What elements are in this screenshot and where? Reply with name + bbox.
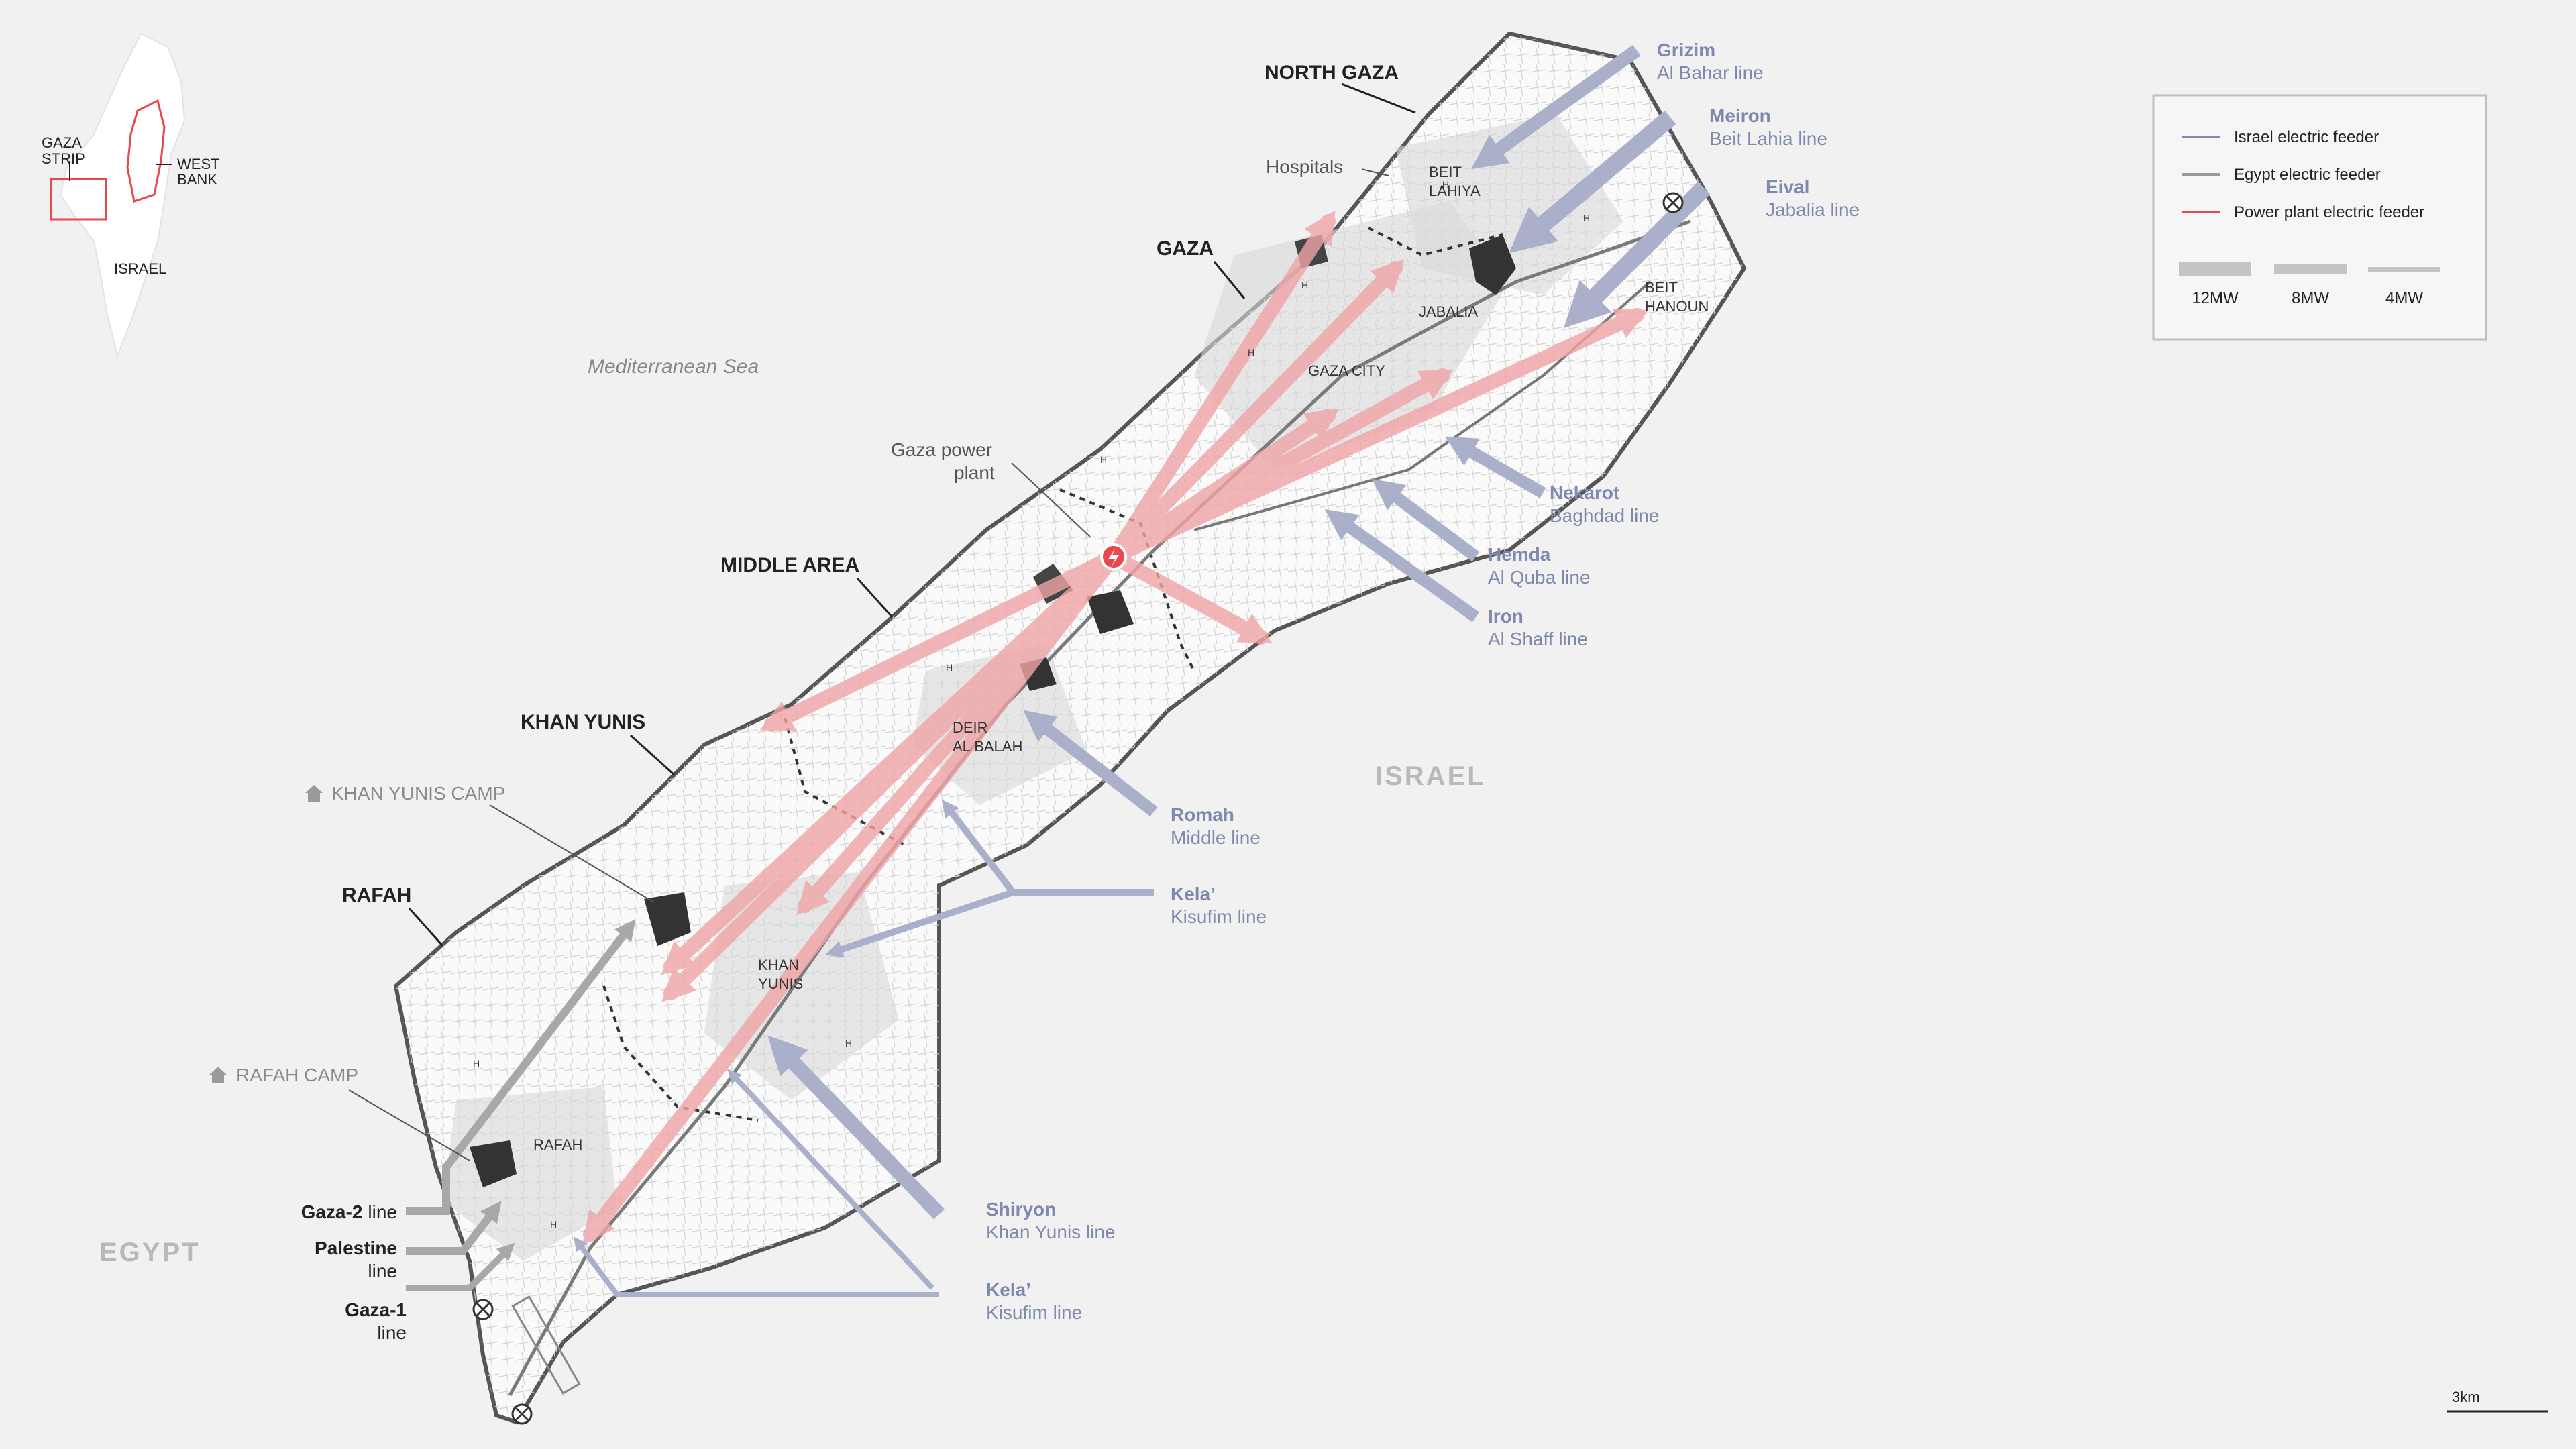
line-grizim-sub: Al Bahar line: [1657, 62, 1764, 83]
hospital-marker: H: [1442, 179, 1449, 190]
hospital-marker: H: [1100, 454, 1107, 465]
line-palestine-sub: line: [368, 1260, 397, 1281]
line-iron-sub: Al Shaff line: [1488, 629, 1588, 649]
line-shiryon-sub: Khan Yunis line: [986, 1222, 1116, 1242]
legend: Israel electric feeder Egypt electric fe…: [2152, 94, 2487, 341]
hospital-marker: H: [845, 1038, 852, 1049]
town-deir-al-balah-2: AL BALAH: [953, 738, 1022, 755]
legend-8mw: 8MW: [2292, 289, 2329, 307]
line-nekarot-sub: Baghdad line: [1550, 505, 1659, 526]
line-romah-sub: Middle line: [1171, 827, 1260, 848]
gov-khan-yunis: KHAN YUNIS: [521, 711, 645, 733]
line-gaza1-name: Gaza-1: [345, 1299, 407, 1320]
israel-feeders: [574, 44, 1711, 1297]
egypt-feeders: [406, 919, 636, 1291]
hospital-marker: H: [473, 1058, 480, 1069]
gov-rafah: RAFAH: [342, 884, 411, 906]
inset-israel-label: ISRAEL: [114, 260, 166, 277]
border-crossings: [472, 192, 1684, 1425]
inset-map: GAZA STRIP WEST BANK ISRAEL: [42, 32, 220, 358]
line-gaza1-sub: line: [377, 1322, 407, 1343]
line-grizim-name: Grizim: [1657, 40, 1715, 60]
town-khan-yunis-1: KHAN: [758, 957, 799, 973]
line-iron-name: Iron: [1488, 606, 1523, 627]
line-shiryon-name: Shiryon: [986, 1199, 1056, 1220]
urban-beit-lahiya: [1395, 114, 1623, 295]
hospital-marker: H: [946, 662, 953, 673]
town-rafah: RAFAH: [533, 1136, 582, 1153]
line-eival-name: Eival: [1766, 176, 1809, 197]
west-bank-outline: [126, 99, 166, 203]
hospital-markers: H H H H H H H H H H: [473, 179, 1590, 1230]
power-plant-label-1: Gaza power: [891, 439, 992, 460]
legend-4mw: 4MW: [2385, 289, 2423, 307]
line-nekarot-name: Nekarot: [1550, 482, 1619, 503]
town-khan-yunis-2: YUNIS: [758, 975, 803, 992]
home-icon: [209, 1067, 227, 1083]
scale-label: 3km: [2452, 1389, 2480, 1405]
israel-silhouette: [59, 32, 186, 358]
line-kela-2-sub: Kisufim line: [986, 1302, 1082, 1323]
sea-label: Mediterranean Sea: [588, 356, 759, 378]
inset-gaza-label-2: STRIP: [42, 150, 85, 167]
town-beit-hanoun-1: BEIT: [1645, 279, 1678, 296]
power-plant-feeders: [582, 210, 1649, 1245]
town-jabalia: JABALIA: [1419, 303, 1478, 320]
power-plant-label-2: plant: [954, 462, 995, 483]
scale-bar: 3km: [2447, 1389, 2548, 1413]
egypt-label: EGYPT: [99, 1238, 201, 1267]
line-kela-2-name: Kela’: [986, 1279, 1031, 1300]
line-meiron-name: Meiron: [1709, 105, 1771, 126]
hospitals-label: Hospitals: [1266, 156, 1343, 177]
line-meiron-sub: Beit Lahia line: [1709, 128, 1827, 149]
legend-power-plant: Power plant electric feeder: [2234, 203, 2424, 221]
town-deir-al-balah-1: DEIR: [953, 719, 988, 736]
gaza-locator-box: [50, 178, 107, 221]
town-beit-lahiya-2: LAHIYA: [1429, 182, 1481, 199]
line-kela-1-name: Kela’: [1171, 883, 1216, 904]
inset-gaza-label-1: GAZA: [42, 134, 82, 151]
israel-line-labels: Grizim Al Bahar line Meiron Beit Lahia l…: [986, 40, 1860, 1323]
legend-israel: Israel electric feeder: [2234, 128, 2379, 146]
hospital-marker: H: [1583, 213, 1590, 223]
hospital-marker: H: [1301, 280, 1308, 290]
camp-rafah: RAFAH CAMP: [236, 1065, 358, 1085]
town-beit-hanoun-2: HANOUN: [1645, 298, 1709, 315]
line-kela-1-sub: Kisufim line: [1171, 906, 1267, 927]
israel-label: ISRAEL: [1375, 761, 1486, 791]
line-romah-name: Romah: [1171, 804, 1234, 825]
hospital-marker: H: [1248, 347, 1254, 358]
gov-gaza: GAZA: [1157, 237, 1214, 260]
inset-westbank-label-2: BANK: [177, 171, 217, 188]
gov-middle-area: MIDDLE AREA: [720, 554, 859, 576]
hospital-marker: H: [671, 904, 678, 914]
line-hemda-sub: Al Quba line: [1488, 567, 1591, 588]
hospital-marker: H: [550, 1219, 557, 1230]
camp-khan-yunis: KHAN YUNIS CAMP: [331, 783, 505, 804]
line-palestine-name: Palestine: [315, 1238, 397, 1258]
legend-12mw: 12MW: [2192, 289, 2239, 307]
line-eival-sub: Jabalia line: [1766, 199, 1860, 220]
inset-westbank-label-1: WEST: [177, 156, 220, 172]
home-icon: [305, 785, 323, 802]
line-hemda-name: Hemda: [1488, 544, 1551, 565]
gov-north-gaza: NORTH GAZA: [1265, 62, 1399, 84]
legend-egypt: Egypt electric feeder: [2234, 166, 2381, 184]
town-gaza-city: GAZA CITY: [1308, 362, 1385, 379]
town-beit-lahiya-1: BEIT: [1429, 164, 1462, 180]
